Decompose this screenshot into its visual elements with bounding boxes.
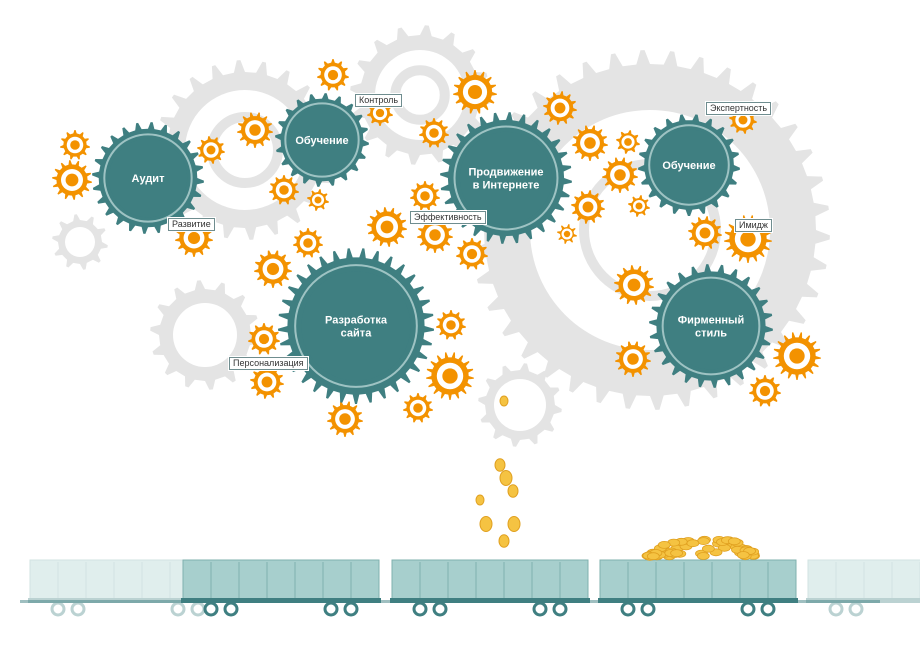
- gear-audit-label: Аудит: [132, 173, 166, 185]
- background-gear: [150, 280, 260, 390]
- coin: [500, 396, 508, 406]
- coin: [476, 495, 484, 505]
- coin: [508, 485, 518, 498]
- gear-website-label-2: сайта: [341, 328, 373, 340]
- train-wagon: [806, 560, 920, 615]
- train-wagon: [181, 560, 381, 615]
- orange-gear: [250, 365, 284, 399]
- train: [20, 560, 920, 615]
- coin-pile: [697, 553, 709, 560]
- coin-pile: [671, 550, 683, 557]
- gear-branding-label-2: стиль: [695, 328, 727, 340]
- coin-pile: [737, 552, 749, 559]
- tag-image: Имидж: [735, 219, 772, 232]
- orange-gear: [60, 130, 90, 160]
- coin: [500, 471, 512, 486]
- orange-gear: [293, 228, 323, 258]
- coin-pile: [687, 540, 699, 547]
- orange-gear: [248, 323, 280, 355]
- gear-training-right-label: Обучение: [662, 160, 715, 172]
- orange-gear: [327, 401, 363, 437]
- coin-pile: [698, 538, 710, 545]
- train-wagon: [390, 560, 590, 615]
- tag-expertise: Экспертность: [706, 102, 771, 115]
- orange-gear: [410, 181, 440, 211]
- orange-gear: [436, 310, 466, 340]
- orange-gear: [403, 393, 433, 423]
- orange-gear: [367, 207, 407, 247]
- train-wagon: [598, 560, 798, 615]
- gear-internet-label-1: Продвижение: [468, 167, 543, 179]
- coin: [495, 459, 505, 472]
- orange-gear: [317, 59, 349, 91]
- gear-website: Разработка сайта: [278, 248, 434, 404]
- orange-gear: [426, 352, 474, 400]
- orange-gear: [456, 238, 488, 270]
- coin: [480, 517, 492, 532]
- coin-pile: [728, 538, 740, 545]
- gear-internet-label-2: в Интернете: [473, 180, 540, 192]
- gear-training-left-label: Обучение: [295, 135, 348, 147]
- tag-control: Контроль: [355, 94, 402, 107]
- tag-personalization: Персонализация: [229, 357, 308, 370]
- tag-efficiency: Эффективность: [410, 211, 486, 224]
- tag-development: Развитие: [168, 218, 215, 231]
- coin: [499, 535, 509, 548]
- coin-pile: [647, 553, 659, 560]
- coin-pile: [702, 545, 714, 552]
- gear-website-label-1: Разработка: [325, 315, 388, 327]
- coin-pile: [658, 541, 670, 548]
- orange-gear: [749, 375, 781, 407]
- gear-branding-label-1: Фирменный: [678, 315, 744, 327]
- coin: [508, 517, 520, 532]
- orange-gear: [254, 250, 292, 288]
- background-gear: [52, 214, 108, 270]
- orange-gear: [52, 160, 92, 200]
